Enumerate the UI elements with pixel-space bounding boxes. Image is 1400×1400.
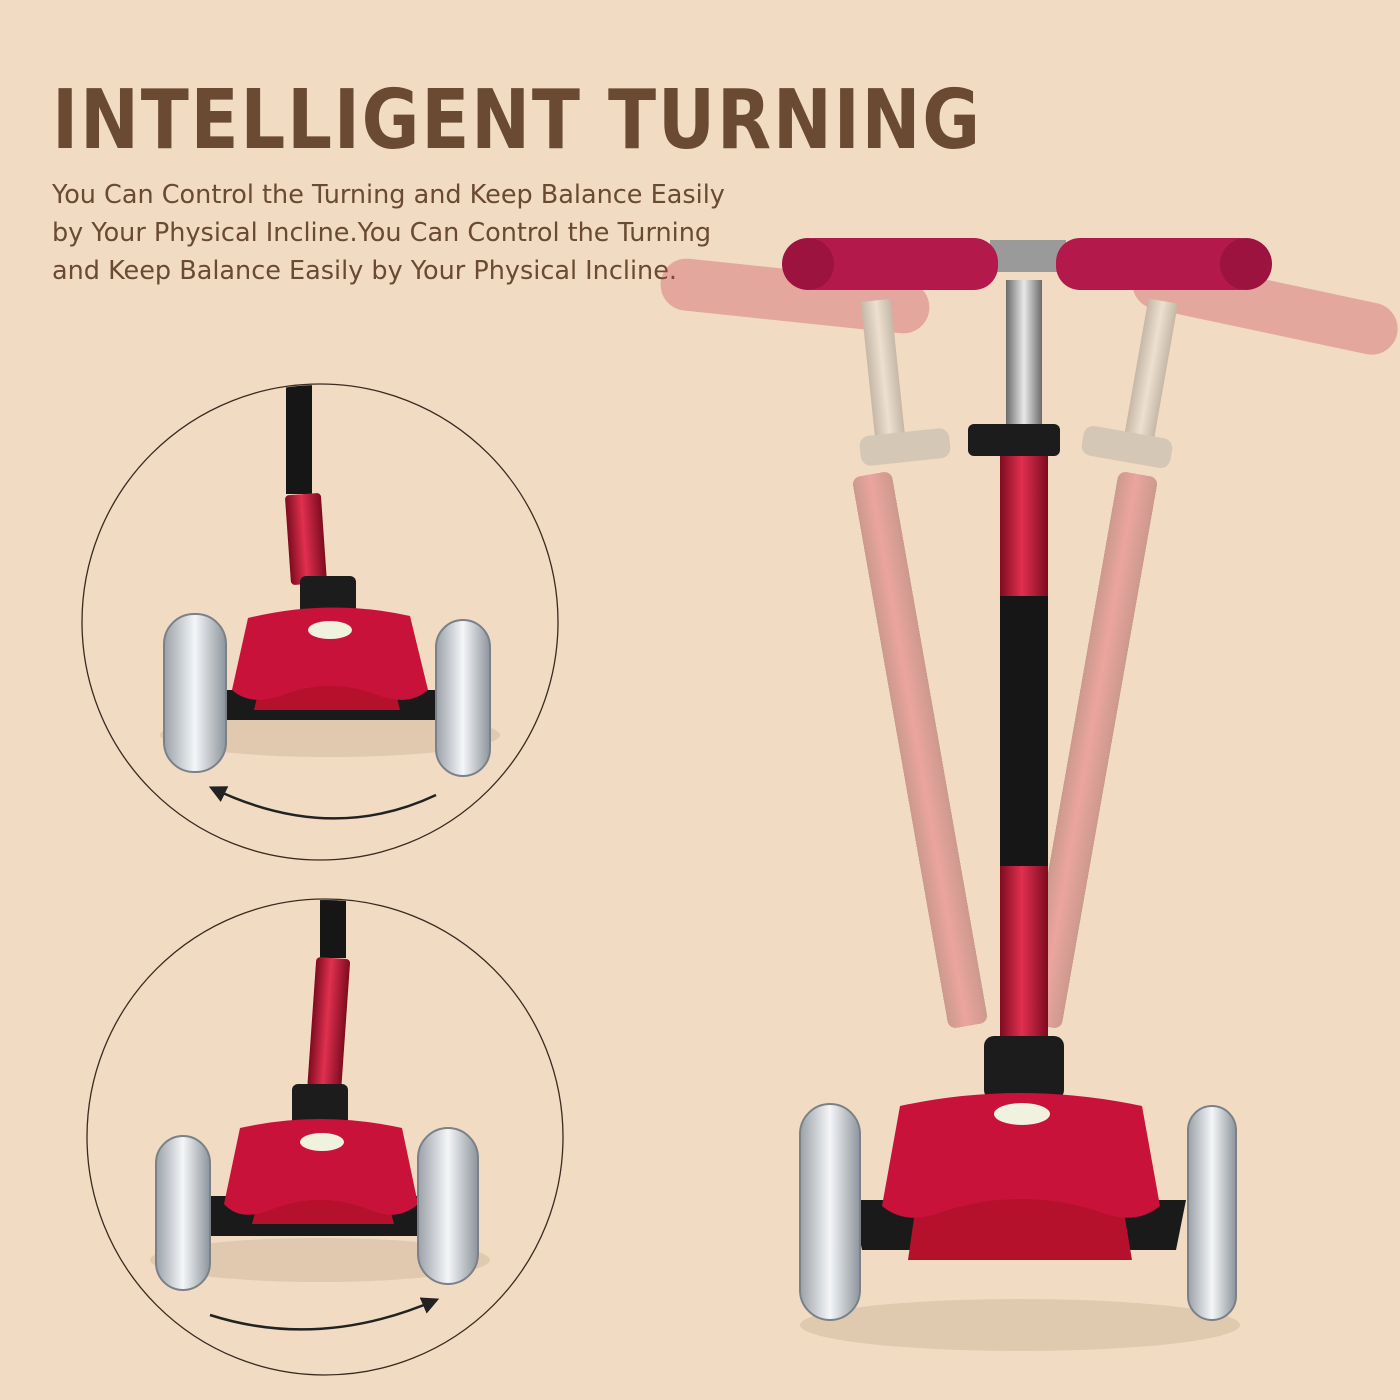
turn-right-detail [86, 898, 564, 1376]
curved-arrow-right-icon [209, 1297, 440, 1331]
scooter-ghost-left [660, 258, 988, 1028]
scooter-main [782, 238, 1272, 1351]
scooter-ghost-right [1022, 257, 1398, 1028]
curved-arrow-left-icon [208, 786, 437, 820]
page-title: INTELLIGENT TURNING [52, 73, 982, 168]
turn-left-detail [81, 383, 559, 861]
feature-description: You Can Control the Turning and Keep Bal… [52, 180, 725, 286]
